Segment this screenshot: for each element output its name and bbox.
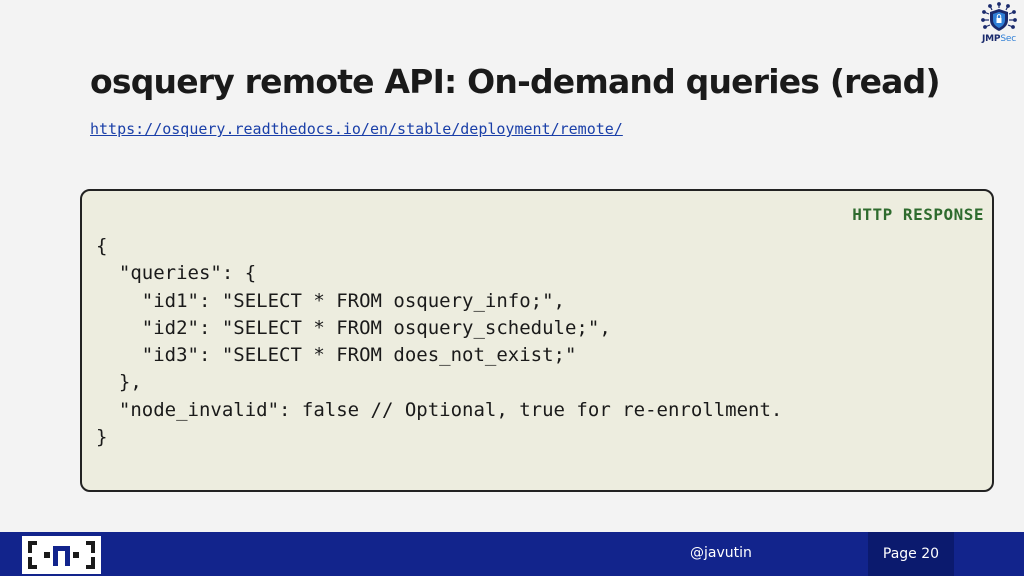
code-block: HTTP RESPONSE { "queries": { "id1": "SEL… xyxy=(80,189,994,492)
code-line: "id2": "SELECT * FROM osquery_schedule;"… xyxy=(96,316,611,339)
code-line: "queries": { xyxy=(96,262,257,285)
page-title: osquery remote API: On-demand queries (r… xyxy=(90,62,941,101)
code-line: } xyxy=(96,426,108,449)
docs-link[interactable]: https://osquery.readthedocs.io/en/stable… xyxy=(90,120,623,138)
code-lines: { "queries": { "id1": "SELECT * FROM osq… xyxy=(96,233,782,451)
footer-bar: @javutin Page 20 xyxy=(0,532,1024,576)
footer-logo xyxy=(22,536,101,574)
bracket-n-logo-icon xyxy=(28,541,95,569)
author-handle: @javutin xyxy=(690,545,752,561)
page-number: Page 20 xyxy=(868,532,954,576)
code-line: "id3": "SELECT * FROM does_not_exist;" xyxy=(96,344,577,367)
code-line: "id1": "SELECT * FROM osquery_info;", xyxy=(96,289,565,312)
code-line: { xyxy=(96,235,108,257)
brand-name: JMPSec xyxy=(976,34,1022,44)
jmpsec-logo: JMPSec xyxy=(976,2,1022,46)
shield-circuit-icon xyxy=(981,2,1017,31)
code-block-label: HTTP RESPONSE xyxy=(852,205,984,224)
code-line: "node_invalid": false // Optional, true … xyxy=(96,398,783,421)
code-line: }, xyxy=(96,371,142,394)
brand-name-accent: Sec xyxy=(1000,34,1016,44)
brand-name-main: JMP xyxy=(982,34,1001,44)
